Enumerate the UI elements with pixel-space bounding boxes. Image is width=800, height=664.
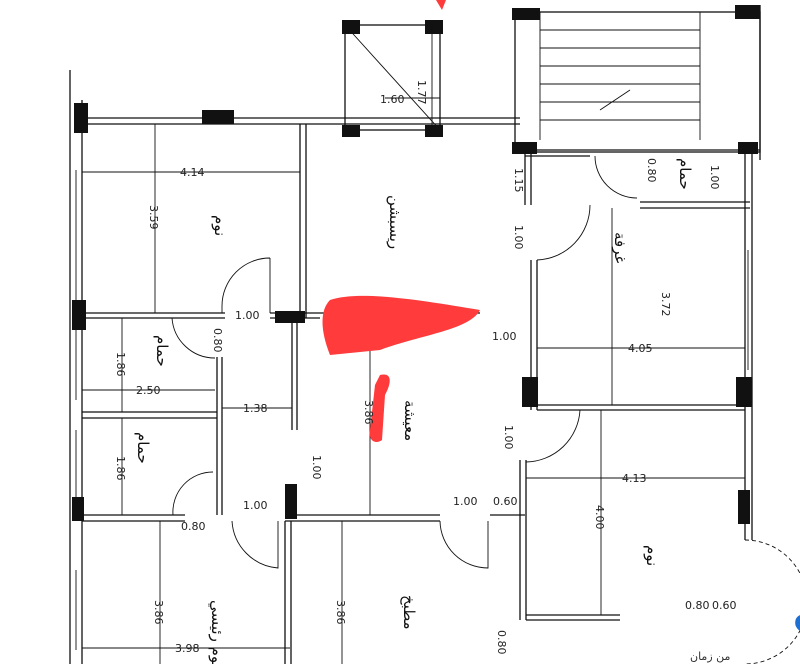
dim-room-right-width: 4.05	[628, 342, 653, 355]
red-annotation-marks	[322, 0, 480, 442]
dim-bath1-width: 2.50	[136, 384, 161, 397]
stairs	[539, 12, 701, 140]
room-label-bath-3: حمام	[676, 158, 694, 190]
dim-kitchen-door: 0.80	[495, 630, 508, 655]
dim-shaft-height: 1.77	[415, 80, 428, 105]
room-label-bedroom-1: نوم	[211, 215, 229, 236]
room-label-master-bedroom: نوم رئيسي	[207, 600, 226, 664]
watermark-logo: وينك؟	[792, 605, 800, 659]
dim-bath1-door: 0.80	[211, 328, 224, 353]
dim-bath1-height: 1.86	[114, 352, 127, 377]
columns	[72, 5, 760, 524]
dim-living-height: 3.86	[362, 400, 375, 425]
dimension-lines	[82, 25, 745, 664]
dim-door-2: 1.00	[243, 499, 268, 512]
dim-bed1-height: 3.59	[147, 205, 160, 230]
dim-door-1: 1.00	[235, 309, 260, 322]
dim-room-right-height: 3.72	[659, 292, 672, 317]
dim-door-lower: 1.00	[502, 425, 515, 450]
dim-door-3: 0.80	[181, 520, 206, 533]
dim-bottom-2: 0.60	[712, 599, 737, 612]
dim-kitchen-height: 3.86	[334, 600, 347, 625]
room-label-bath-2: حمام	[134, 432, 152, 464]
dim-kitchen-door-2: 0.60	[493, 495, 518, 508]
room-label-bath-1: حمام	[153, 335, 171, 367]
dim-bath2-height: 1.86	[114, 456, 127, 481]
dim-kitchen-door-1: 1.00	[453, 495, 478, 508]
dim-master-width: 3.98	[175, 642, 200, 655]
dim-door-right: 1.00	[512, 225, 525, 250]
dim-bed1-width: 4.14	[180, 166, 205, 179]
room-label-living: معيشة	[401, 400, 419, 441]
dim-bath3-height: 1.00	[708, 165, 721, 190]
dim-bottom-1: 0.80	[685, 599, 710, 612]
dim-bath3-door: 0.80	[645, 158, 658, 183]
dim-master-height: 3.86	[152, 600, 165, 625]
doors	[171, 155, 800, 664]
dim-bedroom-right-width: 4.13	[622, 472, 647, 485]
dim-shaft-width: 1.60	[380, 93, 405, 106]
dim-entry: 1.15	[512, 168, 525, 193]
walls	[69, 5, 761, 664]
dim-door-mid: 1.00	[492, 330, 517, 343]
watermark-subtitle: من زمان	[690, 650, 731, 663]
room-label-reception: ريسبشن	[386, 195, 404, 249]
room-label-kitchen: مطبخ	[400, 595, 418, 630]
room-label-right-room: غرفة	[611, 232, 629, 263]
room-label-bedroom-right: نوم	[643, 545, 661, 566]
dim-corridor-door: 1.00	[310, 455, 323, 480]
dim-corridor-width: 1.38	[243, 402, 268, 415]
dim-bedroom-right-height: 4.00	[593, 505, 606, 530]
